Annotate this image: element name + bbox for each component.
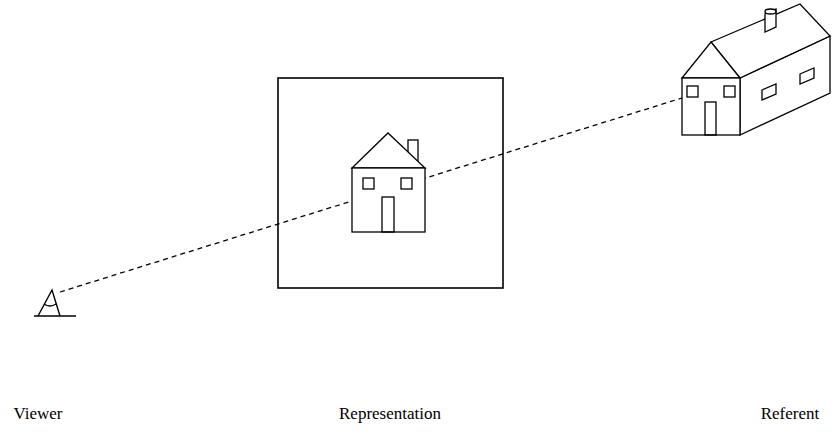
referent-label: Referent [761,404,820,424]
picture-frame [278,78,503,288]
eye-symbol [34,290,76,316]
representation-label: Representation [339,404,441,424]
house-referent [682,4,830,135]
sight-line [60,98,682,292]
viewer-label: Viewer [13,404,62,424]
house-picture [352,133,425,232]
